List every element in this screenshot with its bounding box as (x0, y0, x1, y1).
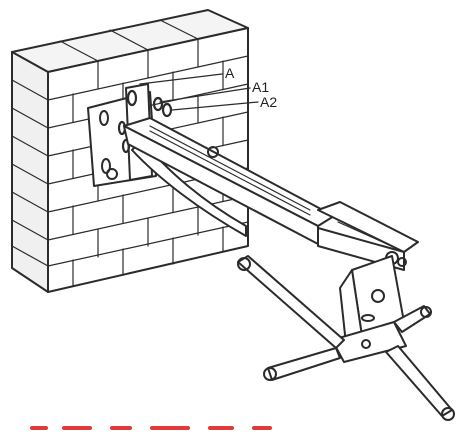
projector-spider-bracket (237, 255, 455, 421)
callout-leaders (139, 73, 259, 111)
callout-a2: A2 (260, 94, 278, 110)
extension-arm (123, 117, 419, 271)
callout-a1: A1 (252, 79, 270, 95)
fixing-hardware (117, 89, 173, 154)
callout-a: A (225, 65, 235, 81)
